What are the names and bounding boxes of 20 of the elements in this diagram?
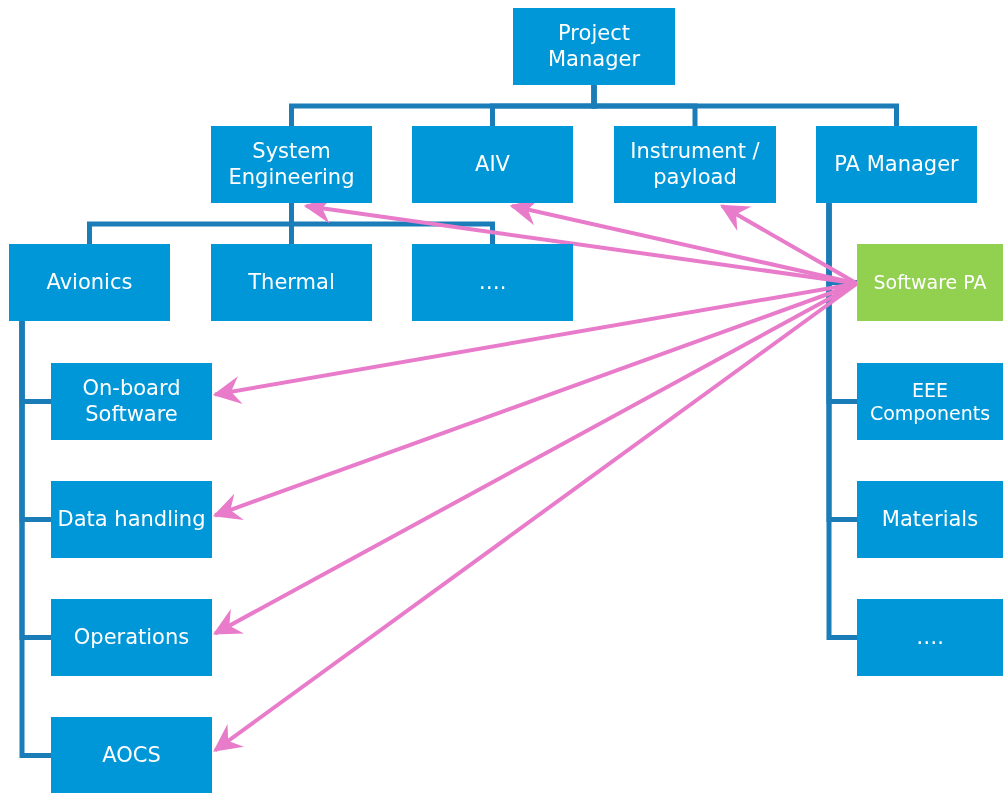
connector-line bbox=[19, 321, 51, 758]
role-box: System Engineering bbox=[211, 126, 372, 203]
role-box: AIV bbox=[412, 126, 573, 203]
role-box: Materials bbox=[857, 481, 1003, 558]
role-box: Thermal bbox=[211, 244, 372, 321]
role-box: Avionics bbox=[9, 244, 170, 321]
role-box: Project Manager bbox=[513, 8, 675, 85]
role-box: Data handling bbox=[51, 481, 212, 558]
connector-line bbox=[826, 203, 857, 640]
role-box: Instrument / payload bbox=[614, 126, 776, 203]
highlighted-role-box: Software PA bbox=[857, 244, 1003, 321]
role-box: …. bbox=[857, 599, 1003, 676]
connector-line bbox=[289, 203, 495, 244]
role-box: On-board Software bbox=[51, 363, 212, 440]
role-box: EEE Components bbox=[857, 363, 1003, 440]
connector-line bbox=[591, 85, 899, 126]
role-box: Operations bbox=[51, 599, 212, 676]
role-box: …. bbox=[412, 244, 573, 321]
role-box: AOCS bbox=[51, 717, 212, 793]
role-box: PA Manager bbox=[816, 126, 977, 203]
